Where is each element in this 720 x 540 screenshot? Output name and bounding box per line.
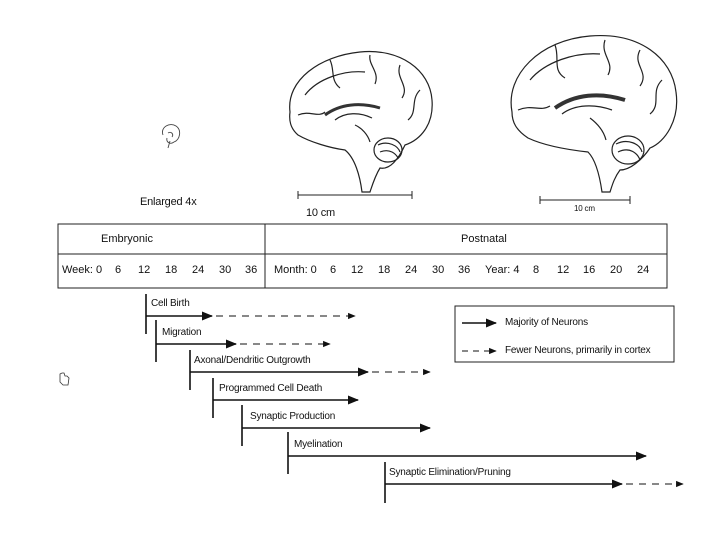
month-tick: 30: [432, 264, 445, 276]
week-tick: 36: [245, 264, 258, 276]
process-label-migration: Migration: [162, 327, 202, 338]
week-tick: Week: 0: [62, 264, 103, 276]
month-tick: 12: [351, 264, 364, 276]
month-tick: 24: [405, 264, 418, 276]
embryo-brain-icon: [162, 124, 181, 149]
month-tick: 6: [330, 264, 337, 276]
year-tick: 16: [583, 264, 596, 276]
scale-label-right: 10 cm: [574, 204, 595, 213]
process-label-myelination: Myelination: [294, 439, 343, 450]
legend-dashed-label: Fewer Neurons, primarily in cortex: [505, 345, 651, 356]
process-label-axonal-outgrowth: Axonal/Dendritic Outgrowth: [194, 355, 311, 366]
week-tick: 6: [115, 264, 122, 276]
week-tick: 18: [165, 264, 178, 276]
scale-bar-right: [539, 196, 631, 204]
year-tick: 24: [637, 264, 650, 276]
timeline-box: [57, 223, 668, 289]
year-tick: Year: 4: [485, 264, 520, 276]
embryonic-header: Embryonic: [101, 233, 153, 245]
scale-bar-left: [297, 191, 413, 199]
month-tick: 36: [458, 264, 471, 276]
embryo-caption: Enlarged 4x: [140, 196, 197, 208]
hand-cursor-icon: [59, 372, 70, 386]
process-label-cell-birth: Cell Birth: [151, 298, 190, 309]
legend-solid-label: Majority of Neurons: [505, 317, 588, 328]
month-tick: Month: 0: [274, 264, 317, 276]
year-tick: 20: [610, 264, 623, 276]
week-tick: 12: [138, 264, 151, 276]
legend-box: [454, 305, 675, 363]
postnatal-header: Postnatal: [461, 233, 507, 245]
year-tick: 8: [533, 264, 540, 276]
month-tick: 18: [378, 264, 391, 276]
process-label-synaptic-production: Synaptic Production: [250, 411, 336, 422]
process-label-synaptic-pruning: Synaptic Elimination/Pruning: [389, 467, 511, 478]
week-tick: 24: [192, 264, 205, 276]
adult-brain-illustration: [510, 35, 678, 193]
child-brain-illustration: [289, 50, 433, 193]
week-tick: 30: [219, 264, 232, 276]
scale-label-left: 10 cm: [306, 207, 335, 219]
process-label-programmed-cell-death: Programmed Cell Death: [219, 383, 323, 394]
year-tick: 12: [557, 264, 570, 276]
